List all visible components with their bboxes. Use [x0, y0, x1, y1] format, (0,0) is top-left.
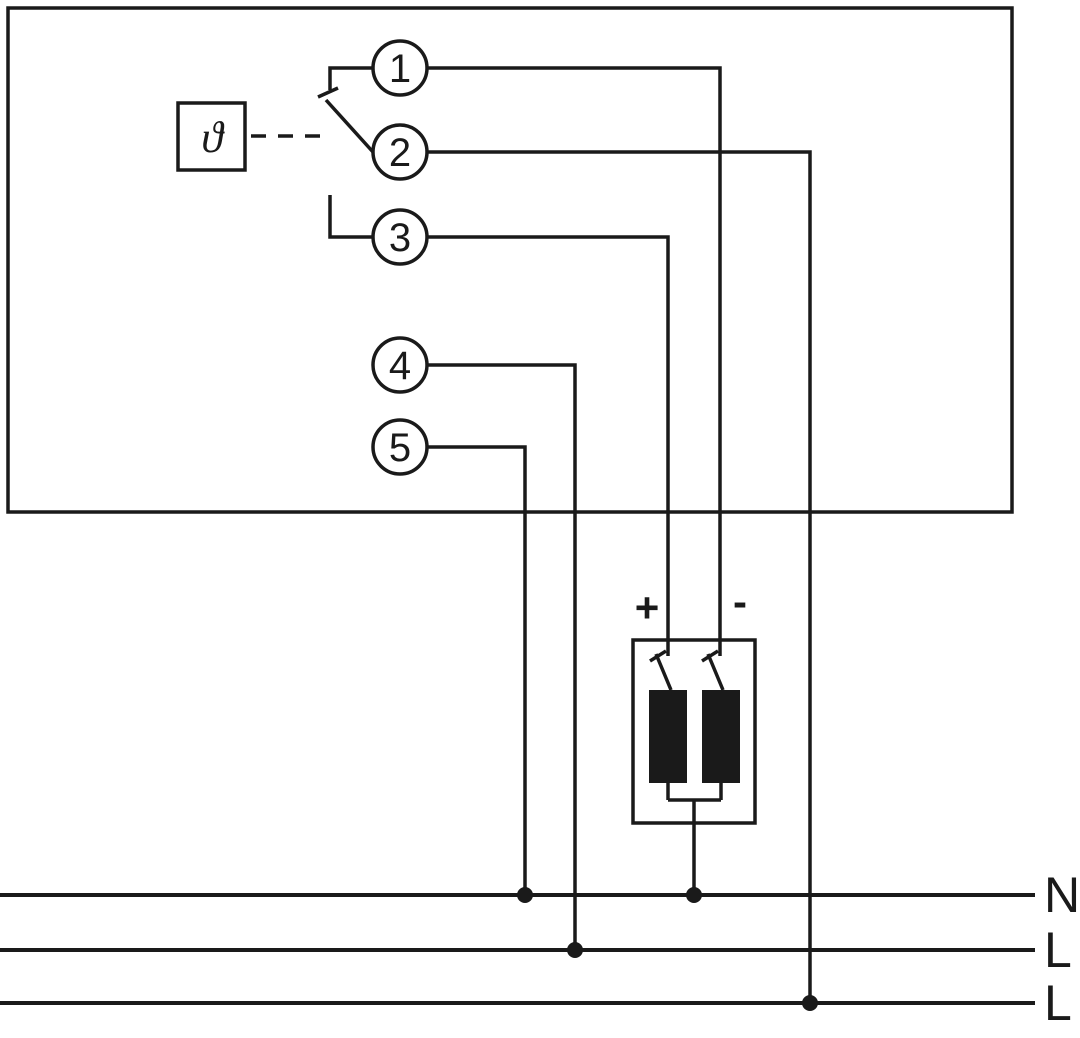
junction-dot-terminal2-l2 [802, 995, 818, 1011]
terminal-5: 5 [371, 418, 429, 476]
line-l1-label: L [1044, 922, 1072, 978]
switch-contact-tick [317, 86, 339, 99]
terminal-4: 4 [371, 336, 429, 394]
switch-lead-terminal1 [328, 66, 373, 90]
wire-terminal3-to-actuator-plus [427, 235, 670, 640]
line-l2-label: L [1044, 975, 1072, 1031]
terminal-3: 3 [371, 208, 429, 266]
wire-terminal2-to-line-l2 [427, 150, 812, 1003]
actuator-plus-label: + [635, 584, 660, 631]
wire-terminal5-to-line-n [427, 445, 527, 895]
device-outline [6, 6, 1014, 514]
line-n-label: N [1044, 867, 1080, 923]
junction-dot-actuator-n [686, 887, 702, 903]
terminal-3-label: 3 [389, 216, 411, 260]
wire-terminal1-to-actuator-minus [427, 66, 722, 640]
switch-lead-terminal3 [328, 195, 373, 239]
changeover-switch [317, 66, 375, 239]
actuator-unit: + - [631, 578, 757, 895]
terminal-5-label: 5 [389, 426, 411, 470]
mains-bus: N L L [0, 867, 1080, 1031]
terminal-1-label: 1 [389, 47, 411, 91]
actuator-minus-label: - [733, 578, 747, 625]
actuator-right-contact-blade [706, 653, 725, 691]
terminal-4-label: 4 [389, 344, 411, 388]
junction-dot-terminal4-l1 [567, 942, 583, 958]
switch-blade [324, 98, 375, 154]
actuator-coil-right [702, 690, 740, 783]
wire-terminal4-to-line-l1 [427, 363, 577, 950]
junction-dot-terminal5-n [517, 887, 533, 903]
thermostat-sensor: ϑ [176, 101, 320, 172]
actuator-coil-left [649, 690, 687, 783]
terminal-2-label: 2 [389, 131, 411, 175]
terminal-1: 1 [371, 39, 429, 97]
actuator-left-contact-blade [654, 653, 673, 691]
sensor-box [176, 101, 247, 172]
theta-symbol-icon: ϑ [201, 113, 225, 162]
terminal-2: 2 [371, 123, 429, 181]
